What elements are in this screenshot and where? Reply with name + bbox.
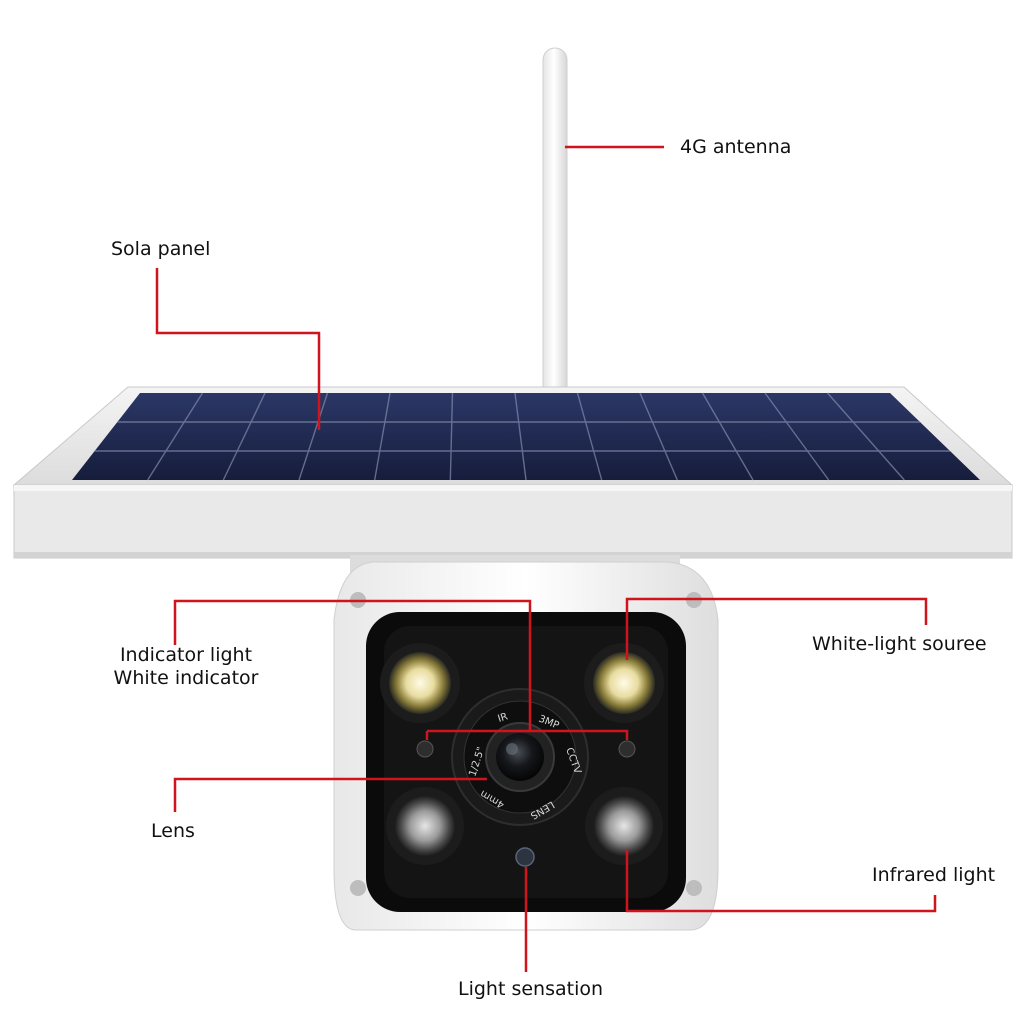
indicator-leader-line	[173, 599, 629, 740]
indicator-light-right	[618, 740, 636, 758]
solar-panel	[12, 386, 1014, 559]
leader-lines	[155, 145, 937, 972]
antenna-label: 4G antenna	[680, 136, 792, 158]
solar-panel-label: Sola panel	[111, 238, 211, 260]
infrared-light-label: Infrared light	[872, 864, 996, 886]
white-light-source-label: White-light souree	[812, 633, 987, 655]
camera-lens: IR 3MP CCTV LENS 4mm 1/2.5"	[451, 688, 589, 826]
infrared-led-left	[386, 787, 464, 865]
indicator-label-line-2: White indicator	[113, 667, 259, 689]
antenna	[542, 47, 568, 409]
solar-panel-leader-line	[155, 268, 321, 430]
light-sensor	[515, 847, 535, 867]
light-sensation-label: Light sensation	[458, 978, 604, 1000]
indicator-light-left	[416, 740, 434, 758]
infrared-led-right	[585, 787, 663, 865]
white-light-led-left	[380, 643, 460, 723]
lens-marking-ir: IR	[497, 711, 510, 725]
indicator-light-label: Indicator light White indicator	[106, 644, 266, 690]
infrared-leader-line	[625, 850, 937, 913]
lens-label: Lens	[151, 820, 195, 842]
lens-leader-line	[173, 777, 487, 812]
white-light-leader-line	[625, 597, 928, 660]
white-light-led-right	[584, 643, 664, 723]
indicator-label-line-1: Indicator light	[119, 644, 253, 666]
